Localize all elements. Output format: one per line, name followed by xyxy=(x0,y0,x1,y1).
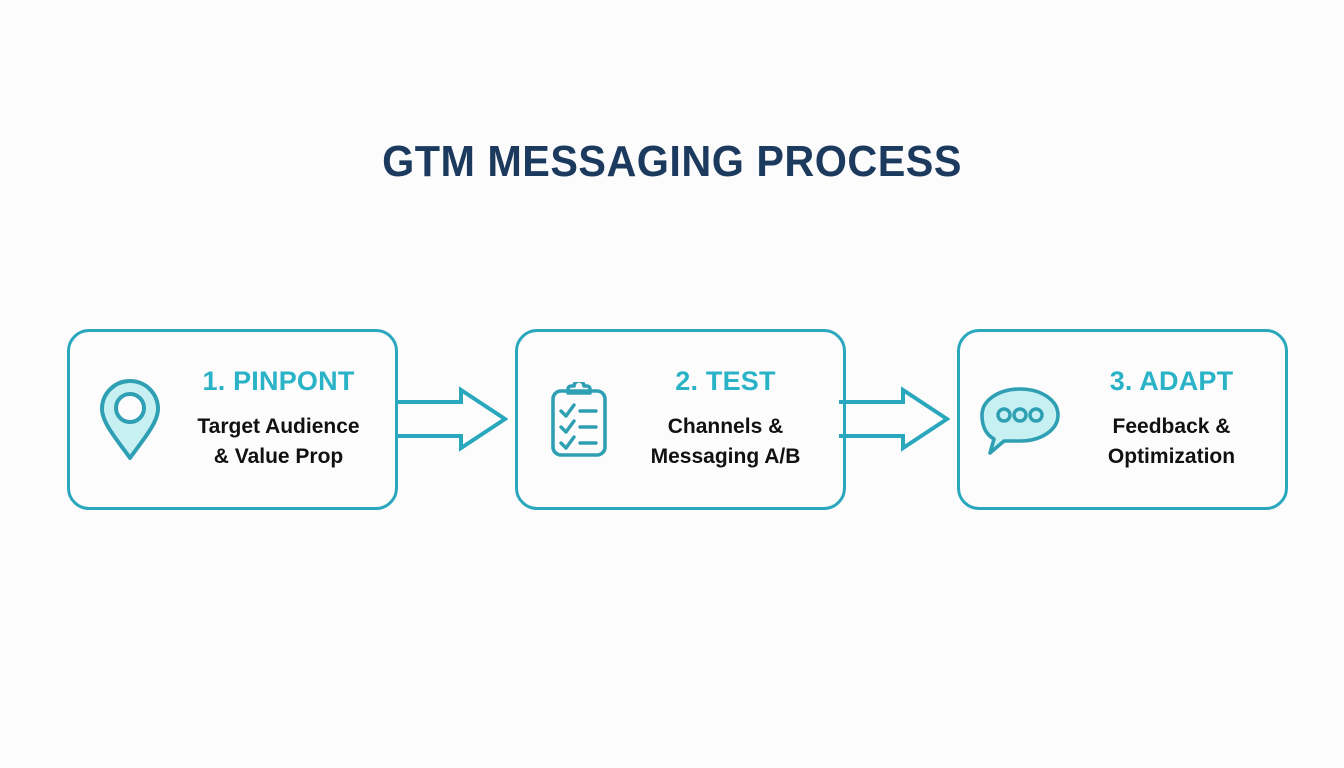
process-step-description: Channels & Messaging A/B xyxy=(651,412,801,472)
process-step-description: Target Audience & Value Prop xyxy=(197,412,359,472)
process-step-title: 2. TEST xyxy=(675,365,776,396)
process-step-text-adapt: 3. ADAPT Feedback & Optimization xyxy=(1072,365,1285,473)
process-step-description-line-2: & Value Prop xyxy=(213,445,344,469)
process-step-card-pinpont[interactable]: 1. PINPONT Target Audience & Value Prop xyxy=(67,329,398,510)
process-step-description-line-2: Optimization xyxy=(1107,445,1236,469)
process-step-title: 3. ADAPT xyxy=(1109,365,1234,396)
process-step-description-line-1: Feedback & xyxy=(1112,415,1231,439)
process-step-card-adapt[interactable]: 3. ADAPT Feedback & Optimization xyxy=(957,329,1288,510)
process-step-description-line-1: Channels & xyxy=(667,415,784,439)
process-step-text-test: 2. TEST Channels & Messaging A/B xyxy=(622,365,843,473)
process-step-text-pinpont: 1. PINPONT Target Audience & Value Prop xyxy=(176,365,395,473)
map-pin-icon xyxy=(84,377,176,463)
process-step-card-test[interactable]: 2. TEST Channels & Messaging A/B xyxy=(515,329,846,510)
process-step-title: 1. PINPONT xyxy=(202,365,355,396)
clipboard-checklist-icon xyxy=(536,381,622,458)
process-step-description-line-1: Target Audience xyxy=(197,415,360,439)
process-flow-diagram: 1. PINPONT Target Audience & Value Prop xyxy=(67,329,1288,510)
speech-bubble-dots-icon xyxy=(968,383,1072,457)
page-title: GTM MESSAGING PROCESS xyxy=(382,137,962,186)
arrow-right-icon-step1-to-step2 xyxy=(395,386,508,452)
arrow-right-icon-step2-to-step3 xyxy=(837,386,950,452)
process-step-description: Feedback & Optimization xyxy=(1108,412,1235,472)
process-step-description-line-2: Messaging A/B xyxy=(650,445,801,469)
